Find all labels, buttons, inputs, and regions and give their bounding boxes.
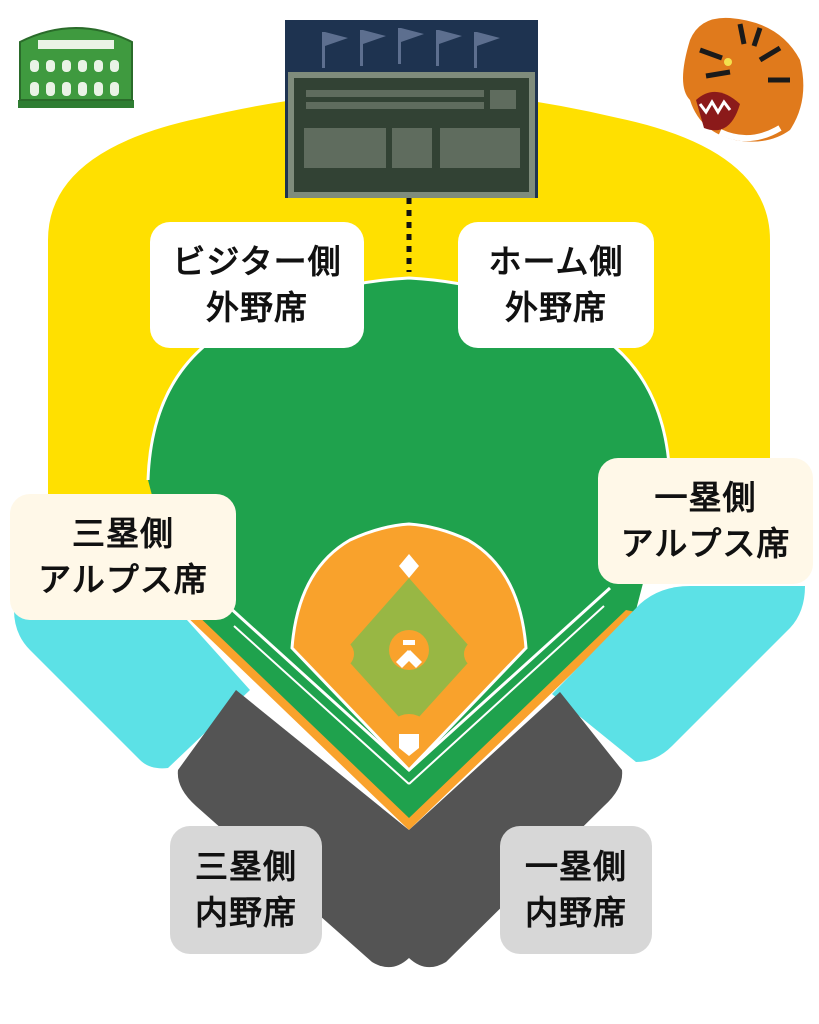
third-base-line — [226, 604, 411, 772]
home-outfield-label: ホーム側 外野席 — [458, 222, 654, 348]
warning-track-left — [182, 610, 409, 830]
pitchers-mound — [389, 630, 429, 670]
first-coach-line — [408, 605, 605, 785]
scoreboard-icon — [285, 20, 538, 198]
third-coach-line — [233, 625, 410, 785]
koshien-stadium-icon — [18, 27, 134, 108]
first-alps-stands — [552, 586, 805, 762]
first-alps-label: 一塁側 アルプス席 — [598, 458, 813, 584]
first-base-line — [407, 586, 612, 772]
first-infield-label: 一塁側 内野席 — [500, 826, 652, 954]
warning-track-right — [409, 610, 636, 830]
tiger-icon — [683, 17, 804, 142]
third-infield-label: 三塁側 内野席 — [170, 826, 322, 954]
second-base — [399, 554, 419, 578]
outfield-wall — [146, 276, 672, 481]
pitchers-plate — [403, 640, 415, 645]
batters-box-right — [404, 650, 422, 668]
home-plate — [399, 734, 419, 756]
first-base-cutout — [464, 640, 492, 668]
third-alps-label: 三塁側 アルプス席 — [10, 494, 236, 620]
visitor-outfield-label: ビジター側 外野席 — [150, 222, 364, 348]
third-base-cutout — [326, 640, 354, 668]
third-alps-stands — [14, 610, 250, 769]
